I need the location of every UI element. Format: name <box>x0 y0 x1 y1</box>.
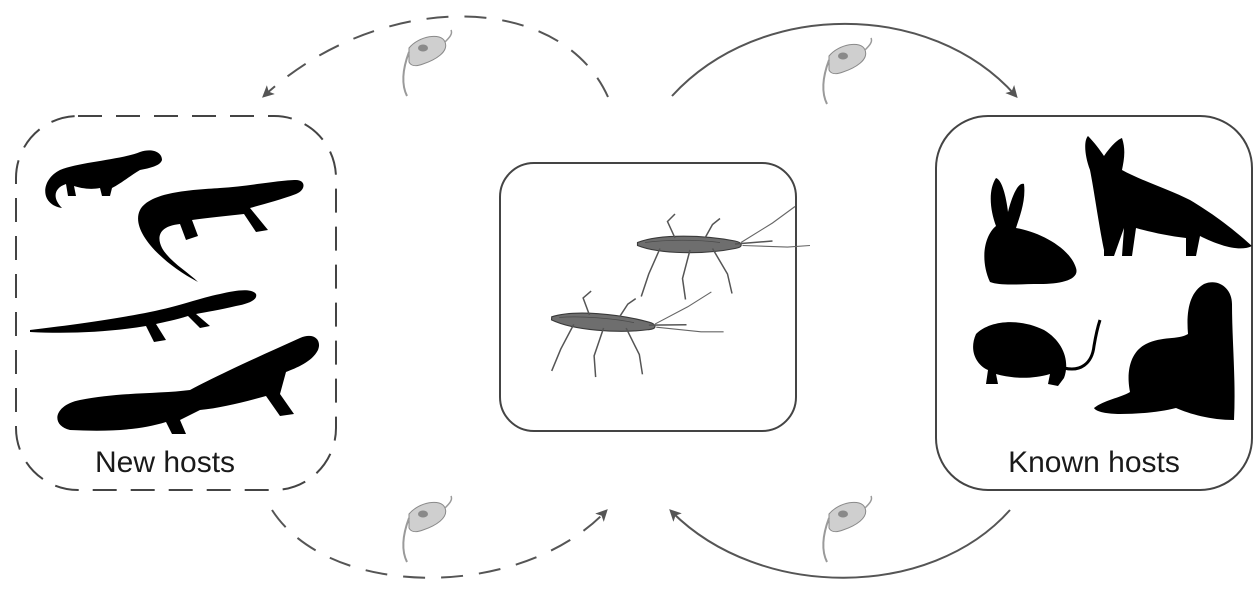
new-hosts-panel: New hosts <box>16 116 336 490</box>
vector-panel <box>500 163 810 431</box>
human-silhouette-icon <box>1094 282 1235 420</box>
trypanosome-icon <box>823 496 871 562</box>
kissing-bug-icon <box>548 281 727 386</box>
lizard-silhouette-icon <box>138 180 303 282</box>
known-hosts-panel: Known hosts <box>936 116 1252 490</box>
new-hosts-label: New hosts <box>95 446 235 479</box>
trypanosome-icon <box>403 30 451 96</box>
known-hosts-label: Known hosts <box>1008 446 1180 479</box>
fox-silhouette-icon <box>1085 136 1252 256</box>
slender-lizard-silhouette-icon <box>30 290 256 342</box>
gecko-silhouette-icon <box>45 150 162 208</box>
rabbit-silhouette-icon <box>984 178 1076 285</box>
kissing-bug-icon <box>638 207 811 300</box>
trypanosome-icon <box>823 38 871 104</box>
rodent-silhouette-icon <box>973 320 1100 386</box>
trypanosome-icon <box>403 496 451 562</box>
iguana-silhouette-icon <box>57 336 319 434</box>
